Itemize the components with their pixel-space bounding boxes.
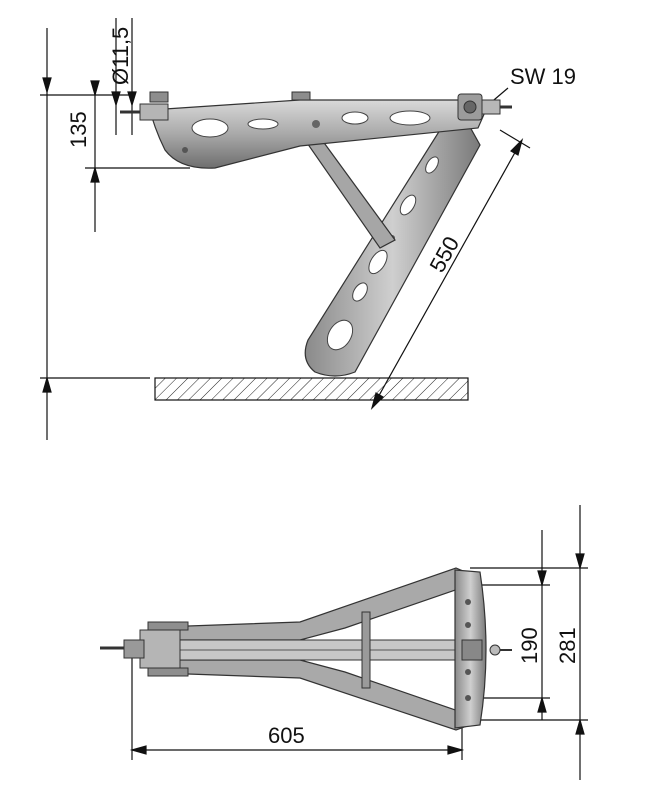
foot-plate [454,569,512,729]
length-605-label: 605 [268,723,305,748]
strut [303,139,396,249]
support-leg [304,117,481,377]
wrench-size-label: SW 19 [510,64,576,89]
side-view: 135 Ø11,5 SW 19 550 [40,18,576,440]
left-fitting [120,91,169,121]
diameter-dimension [111,18,137,135]
width-281-dimension [470,505,588,780]
overall-height-dimension [40,28,150,440]
height-135-dimension [85,80,190,232]
width-190-label: 190 [517,627,542,664]
top-view: 605 190 281 [100,505,588,780]
left-end-block [123,621,189,677]
top-knob [291,91,311,101]
right-fitting [457,93,512,121]
main-arm [149,99,486,169]
length-550-label: 550 [425,232,465,276]
height-135-label: 135 [66,111,91,148]
length-605-dimension [129,655,465,760]
diameter-label: Ø11,5 [108,27,133,85]
ground-block [154,377,469,401]
width-281-label: 281 [555,627,580,664]
